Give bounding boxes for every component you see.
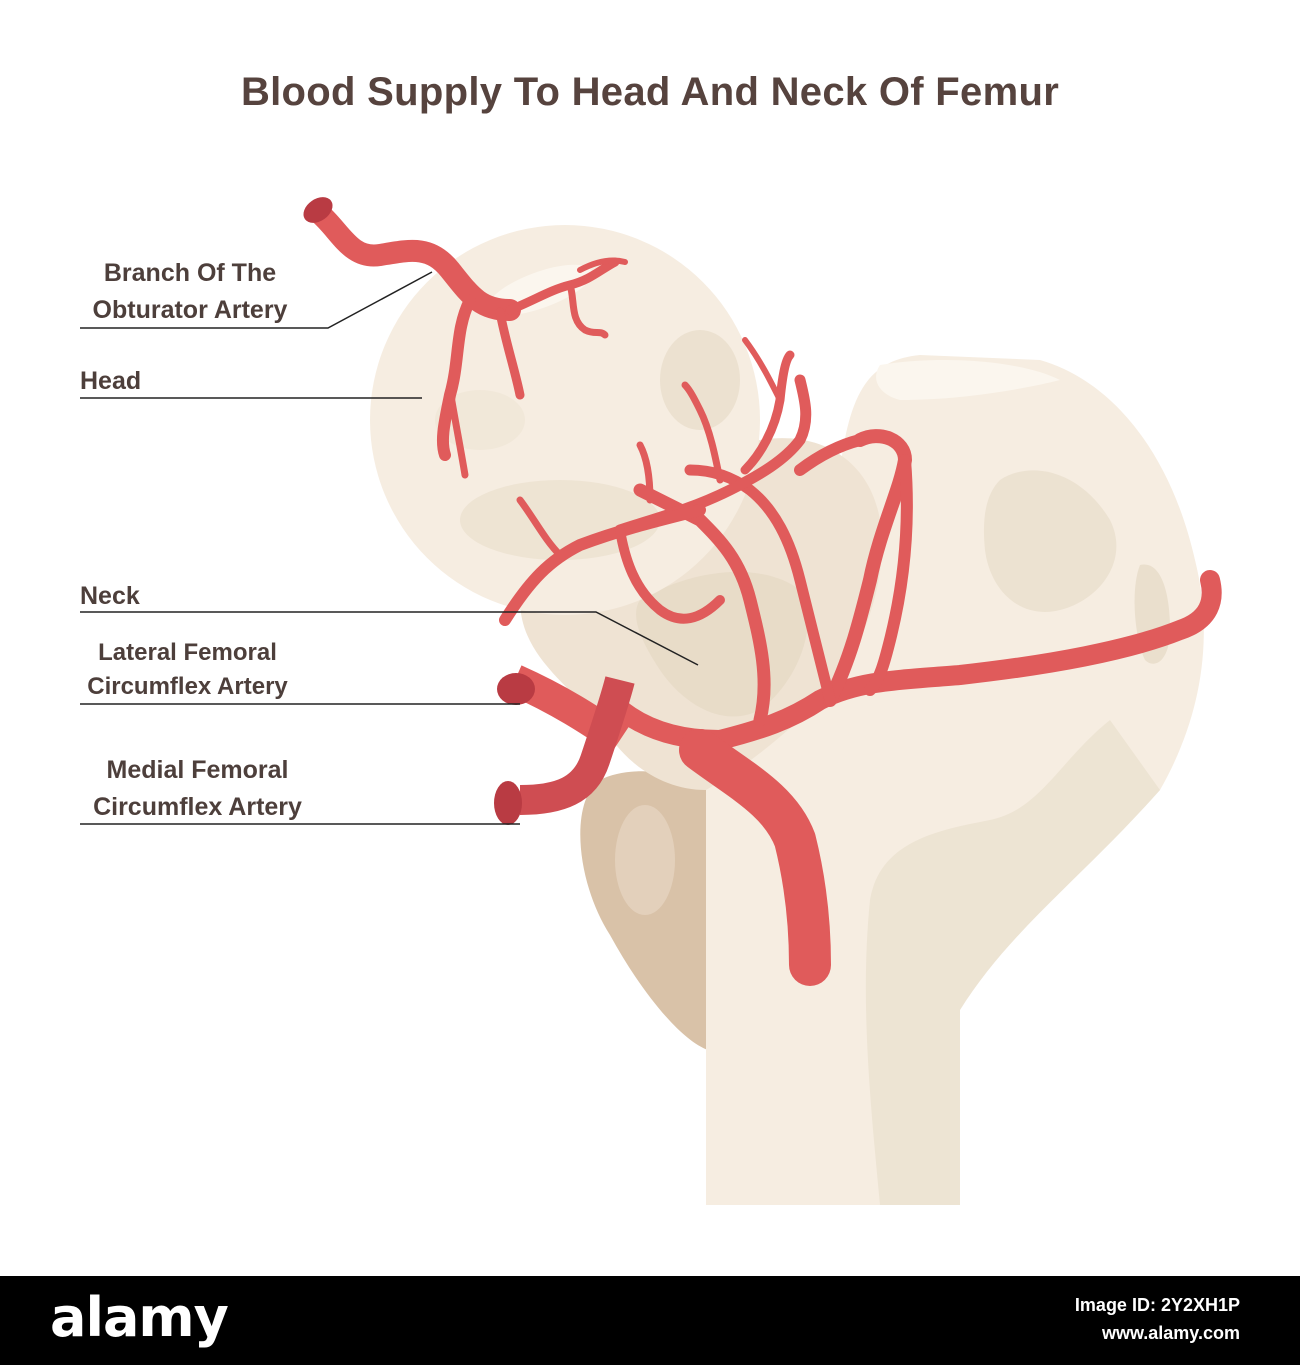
stock-footer: alamy Image ID: 2Y2XH1P www.alamy.com xyxy=(0,1276,1300,1365)
site-url: www.alamy.com xyxy=(1102,1323,1240,1344)
image-id: Image ID: 2Y2XH1P xyxy=(1075,1295,1240,1316)
head-shade-2 xyxy=(460,480,660,560)
label-head: Head xyxy=(80,363,141,400)
medial-circumflex-opening xyxy=(494,781,522,825)
lateral-circumflex-opening xyxy=(497,673,535,705)
label-medial-circumflex: Medial Femoral Circumflex Artery xyxy=(80,752,315,826)
alamy-logo: alamy xyxy=(50,1286,228,1349)
label-lateral-circumflex: Lateral Femoral Circumflex Artery xyxy=(80,636,295,704)
lesser-trochanter-highlight xyxy=(615,805,675,915)
label-neck: Neck xyxy=(80,578,140,615)
label-obturator-artery: Branch Of The Obturator Artery xyxy=(80,255,300,329)
